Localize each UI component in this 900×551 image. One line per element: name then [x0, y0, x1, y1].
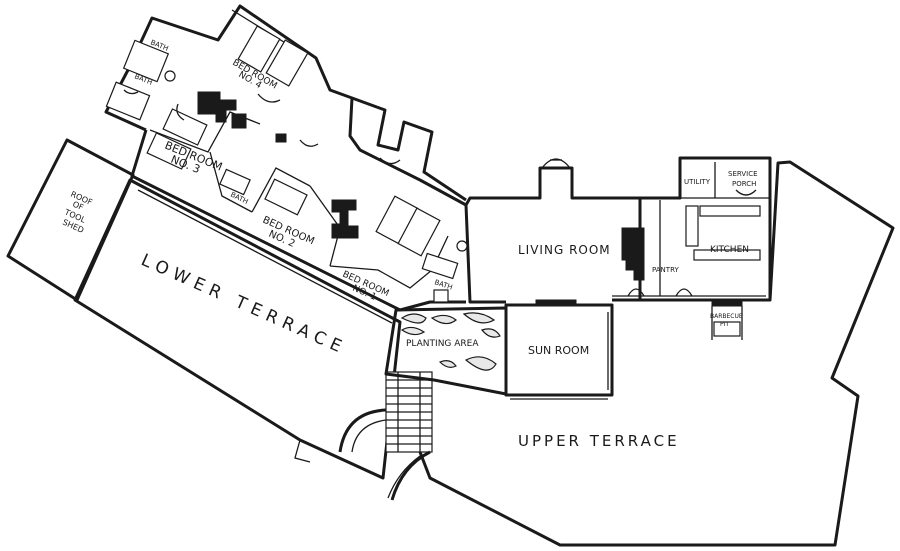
label-bath-c: BATH — [229, 191, 249, 206]
sun-room — [504, 299, 614, 400]
stairs — [338, 371, 433, 501]
label-utility: UTILITY — [684, 178, 711, 186]
label-upper-terrace: UPPER TERRACE — [518, 432, 680, 450]
label-service-porch-2: PORCH — [732, 180, 756, 188]
living-room — [464, 158, 693, 304]
planting-area — [384, 306, 508, 396]
label-service-porch-1: SERVICE — [728, 170, 758, 178]
label-planting-area: PLANTING AREA — [406, 339, 479, 349]
label-barbecue-pit-2: PIT — [720, 321, 729, 328]
lower-terrace — [73, 178, 402, 480]
barbecue-pit — [711, 299, 743, 340]
bedroom-wing — [104, 4, 468, 312]
label-barbecue-pit-1: BARBECUE — [710, 313, 743, 320]
kitchen-wing — [640, 156, 772, 300]
label-living-room: LIVING ROOM — [518, 243, 611, 257]
label-kitchen: KITCHEN — [710, 245, 749, 255]
tool-shed-roof — [6, 138, 135, 302]
upper-terrace — [418, 160, 895, 547]
label-roof-tool-shed-2: OF — [71, 200, 85, 213]
label-pantry: PANTRY — [652, 266, 679, 274]
label-sun-room: SUN ROOM — [528, 344, 589, 357]
label-lower-terrace: LOWER TERRACE — [138, 250, 350, 359]
